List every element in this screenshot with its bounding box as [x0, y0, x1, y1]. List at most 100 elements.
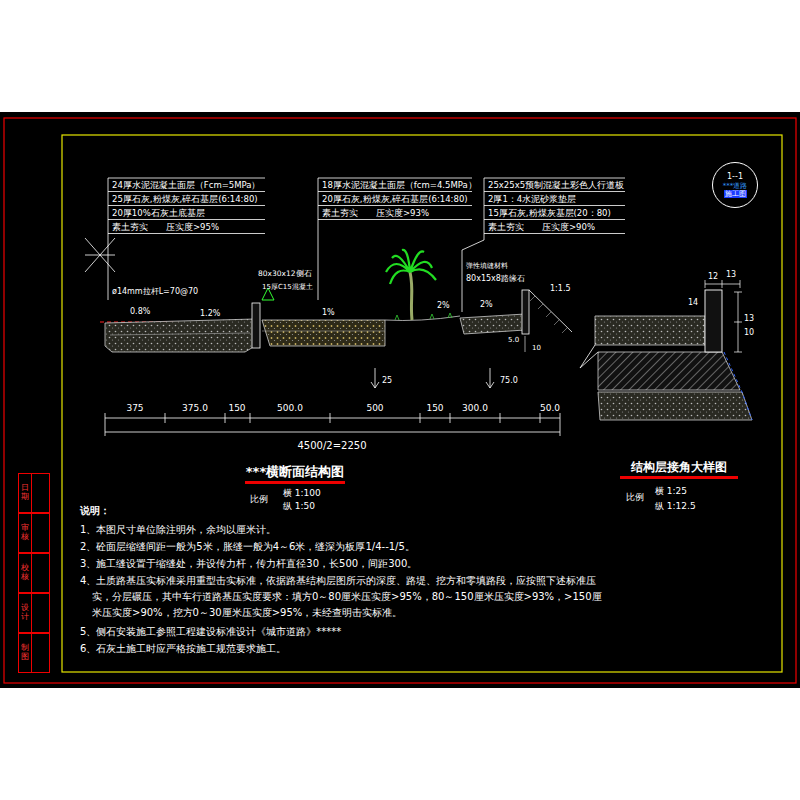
leader-line	[108, 178, 625, 312]
annotation: ø14mm拉杆L=70@70	[112, 287, 198, 297]
cross-symbol	[85, 238, 115, 272]
layer-spec: 素土夯实 压实度>90%	[488, 222, 595, 232]
layer-spec: 18厚水泥混凝土面层（fcm=4.5MPa）	[322, 180, 477, 190]
annotation: 2%	[480, 300, 493, 310]
height-arrow	[371, 368, 494, 388]
annotation: 横 1:100	[283, 488, 321, 499]
annotation: 比例	[250, 494, 268, 505]
dimension-value: 150	[426, 403, 443, 414]
detail-section	[598, 352, 740, 390]
note-text: 1、本图尺寸单位除注明外，余均以厘米计。	[80, 522, 640, 538]
road-section	[252, 303, 260, 348]
annotation: 10	[532, 344, 541, 352]
layer-spec: 素土夯实 压实度>93%	[322, 208, 429, 218]
stamp-text: 施工图	[724, 190, 747, 198]
note-text: 说明：	[80, 505, 110, 517]
road-section	[262, 331, 385, 332]
drawing-title: 结构层接角大样图	[631, 460, 727, 474]
dimension-line	[105, 413, 560, 436]
layer-spec: 25x25x5预制混凝土彩色人行道板	[488, 180, 624, 190]
title-underline	[245, 481, 345, 484]
note-text: 2、砼面层缩缝间距一般为5米，胀缝一般为4～6米，缝深为板厚1/4--1/5。	[80, 539, 640, 555]
annotation: 80x30x12侧石	[258, 269, 312, 278]
title-block-cell: 日期	[18, 473, 50, 513]
layer-spec: 2厚1：4水泥砂浆垫层	[488, 194, 576, 204]
road-section	[100, 288, 572, 352]
dimension-value: 500	[366, 403, 383, 414]
stamp-text: 1--1	[726, 172, 744, 181]
callout-number: 13	[726, 270, 736, 280]
road-section	[522, 290, 529, 334]
detail-section	[734, 292, 742, 352]
layer-spec: 15厚石灰,粉煤灰基层(20：80)	[488, 208, 611, 218]
dimension-value: 375.0	[182, 403, 208, 414]
road-section	[105, 319, 255, 352]
layer-spec: 20厚石灰,粉煤灰,碎石基层(6:14:80)	[322, 194, 468, 204]
note-text: 4、土质路基压实标准采用重型击实标准，依据路基结构层图所示的深度、路堤、挖方和零…	[80, 573, 610, 621]
detail-section	[705, 290, 722, 352]
title-block-label: 日期	[19, 474, 32, 512]
annotation: 横 1:25	[655, 486, 687, 497]
height-arrow	[371, 368, 379, 388]
annotation: 80x15x8路缘石	[466, 274, 525, 284]
road-section	[460, 314, 525, 334]
inner-frame	[62, 135, 782, 672]
leader-line	[462, 178, 625, 312]
leader-line	[108, 178, 265, 300]
note-text: 6、石灰土施工时应严格按施工规范要求施工。	[80, 641, 640, 657]
title-block-label: 审核	[19, 514, 32, 552]
note-text: 5、侧石安装施工参照工程建设标准设计《城市道路》*****	[80, 624, 640, 640]
dimension-value: 4500/2=2250	[297, 440, 366, 452]
stamp-text: ***道路	[722, 182, 749, 190]
detail-section	[595, 316, 705, 345]
annotation: 75.0	[500, 376, 518, 386]
title-block-cell: 审核	[18, 513, 50, 553]
leader-line	[318, 178, 472, 300]
annotation: 弹性填缝材料	[466, 262, 508, 270]
detail-section	[705, 280, 740, 288]
detail-section	[724, 352, 752, 420]
dimension-value: 300.0	[462, 403, 488, 414]
cross-symbol	[85, 238, 115, 272]
detail-section	[598, 392, 752, 420]
road-section	[395, 313, 452, 320]
callout-number: 10	[744, 328, 754, 338]
annotation: 纵 1:50	[283, 501, 315, 512]
title-underline	[620, 476, 738, 479]
dimension-value: 50.0	[540, 403, 560, 414]
callout-number: 12	[708, 272, 718, 282]
drawing-stamp: 1--1***道路施工图	[712, 162, 758, 208]
layer-spec: 素土夯实 压实度>95%	[112, 222, 219, 232]
palm-tree	[386, 250, 436, 284]
drawing-title: ***横断面结构图	[246, 464, 344, 480]
annotation: 比例	[626, 492, 644, 503]
dimension-value: 150	[228, 403, 245, 414]
annotation: 15厚C15混凝土	[262, 283, 313, 291]
height-arrow	[486, 368, 494, 388]
layer-spec: 25厚石灰,粉煤灰,碎石基层(6:14:80)	[112, 194, 258, 204]
annotation: 0.8%	[130, 307, 150, 317]
annotation: 25	[382, 376, 392, 386]
detail-section	[580, 280, 752, 420]
outer-frame	[4, 118, 796, 683]
road-section	[530, 296, 567, 333]
callout-number: 13	[744, 314, 754, 324]
title-block-cell: 校核	[18, 553, 50, 593]
layer-spec: 24厚水泥混凝土面层（Fcm=5MPa）	[112, 180, 260, 190]
road-section	[262, 320, 385, 346]
annotation: 2%	[437, 301, 450, 311]
sheet-ground	[0, 112, 800, 688]
dimension-line	[105, 418, 560, 432]
title-block-cell: 制图	[18, 633, 50, 673]
annotation: 5.0	[508, 336, 519, 344]
detail-section	[580, 345, 598, 368]
road-section	[110, 333, 250, 335]
dimension-line	[105, 413, 560, 436]
annotation: 纵 1:12.5	[655, 501, 696, 512]
palm-tree	[386, 250, 436, 320]
road-section	[525, 336, 526, 352]
dimension-value: 500.0	[277, 403, 303, 414]
callout-number: 14	[688, 298, 698, 308]
